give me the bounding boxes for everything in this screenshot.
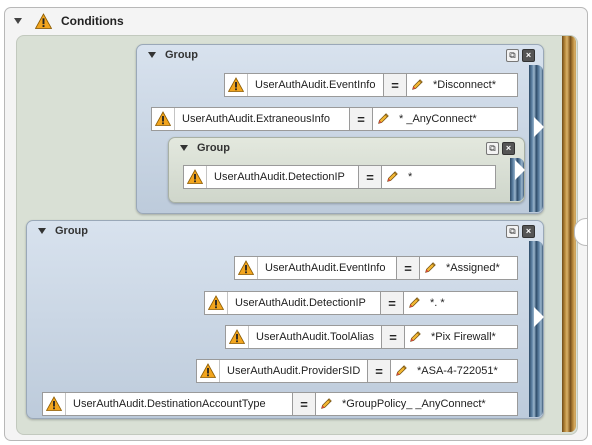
condition-operator[interactable]: = bbox=[380, 292, 404, 314]
condition-row[interactable]: UserAuthAudit.ToolAlias = *Pix Firewall* bbox=[225, 325, 518, 349]
condition-operator[interactable]: = bbox=[292, 393, 316, 415]
collapse-triangle-icon[interactable] bbox=[38, 228, 46, 234]
condition-row[interactable]: UserAuthAudit.DestinationAccountType = *… bbox=[42, 392, 518, 416]
condition-value[interactable]: *ASA-4-722051* bbox=[417, 365, 498, 377]
condition-row[interactable]: UserAuthAudit.DetectionIP = *. * bbox=[204, 291, 518, 315]
restore-icon[interactable]: ⧉ bbox=[506, 225, 519, 238]
group-1-title: Group bbox=[165, 49, 198, 61]
condition-value[interactable]: * bbox=[408, 171, 413, 183]
restore-icon[interactable]: ⧉ bbox=[506, 49, 519, 62]
group-2: Group ⧉ × UserAuthAudit.DetectionIP = * bbox=[168, 137, 525, 203]
group-3-side-bar bbox=[529, 241, 543, 417]
pencil-icon[interactable] bbox=[391, 360, 411, 382]
condition-row[interactable]: UserAuthAudit.ProviderSID = *ASA-4-72205… bbox=[196, 359, 518, 383]
condition-value[interactable]: *GroupPolicy_ _AnyConnect* bbox=[342, 398, 486, 410]
condition-attribute[interactable]: UserAuthAudit.DetectionIP bbox=[235, 297, 366, 309]
scroll-handle[interactable] bbox=[574, 218, 588, 246]
pencil-icon[interactable] bbox=[316, 393, 336, 415]
warning-icon bbox=[205, 292, 228, 314]
collapse-triangle-icon[interactable] bbox=[14, 18, 22, 24]
group-1: Group ⧉ × UserAuthAudit.EventInfo = *Dis… bbox=[136, 44, 544, 214]
pencil-icon[interactable] bbox=[407, 74, 427, 96]
restore-icon[interactable]: ⧉ bbox=[486, 142, 499, 155]
condition-row[interactable]: UserAuthAudit.EventInfo = *Assigned* bbox=[234, 256, 518, 280]
condition-operator[interactable]: = bbox=[383, 74, 407, 96]
group-2-header[interactable]: Group ⧉ × bbox=[169, 138, 524, 158]
conditions-body: Group ⧉ × UserAuthAudit.EventInfo = *Dis… bbox=[16, 35, 578, 435]
condition-value[interactable]: *Pix Firewall* bbox=[431, 331, 496, 343]
close-icon[interactable]: × bbox=[522, 49, 535, 62]
group-2-title: Group bbox=[197, 142, 230, 154]
warning-icon bbox=[184, 166, 207, 188]
condition-value[interactable]: *Disconnect* bbox=[433, 79, 496, 91]
collapse-triangle-icon[interactable] bbox=[180, 145, 188, 151]
collapse-triangle-icon[interactable] bbox=[148, 52, 156, 58]
close-icon[interactable]: × bbox=[522, 225, 535, 238]
condition-operator[interactable]: = bbox=[396, 257, 420, 279]
group-3-header[interactable]: Group ⧉ × bbox=[27, 221, 543, 241]
condition-row[interactable]: UserAuthAudit.DetectionIP = * bbox=[183, 165, 496, 189]
group-3: Group ⧉ × UserAuthAudit.EventInfo = *Ass… bbox=[26, 220, 544, 419]
warning-icon bbox=[197, 360, 220, 382]
conditions-header[interactable]: Conditions bbox=[5, 8, 587, 34]
group-3-title: Group bbox=[55, 225, 88, 237]
condition-operator[interactable]: = bbox=[349, 108, 373, 130]
warning-icon bbox=[35, 13, 52, 30]
condition-attribute[interactable]: UserAuthAudit.ProviderSID bbox=[227, 365, 361, 377]
pencil-icon[interactable] bbox=[382, 166, 402, 188]
warning-icon bbox=[226, 326, 249, 348]
group-1-notch bbox=[534, 117, 544, 137]
condition-value[interactable]: * _AnyConnect* bbox=[399, 113, 477, 125]
outer-group-stripe bbox=[562, 36, 576, 432]
warning-icon bbox=[43, 393, 66, 415]
group-1-side-bar bbox=[529, 65, 543, 212]
close-icon[interactable]: × bbox=[502, 142, 515, 155]
condition-value[interactable]: *Assigned* bbox=[446, 262, 500, 274]
condition-attribute[interactable]: UserAuthAudit.EventInfo bbox=[255, 79, 376, 91]
group-2-notch bbox=[515, 160, 525, 180]
condition-value[interactable]: *. * bbox=[430, 297, 445, 309]
group-1-header[interactable]: Group ⧉ × bbox=[137, 45, 543, 65]
condition-row[interactable]: UserAuthAudit.ExtraneousInfo = * _AnyCon… bbox=[151, 107, 518, 131]
pencil-icon[interactable] bbox=[404, 292, 424, 314]
conditions-title: Conditions bbox=[61, 14, 124, 28]
warning-icon bbox=[235, 257, 258, 279]
pencil-icon[interactable] bbox=[373, 108, 393, 130]
condition-attribute[interactable]: UserAuthAudit.ExtraneousInfo bbox=[182, 113, 330, 125]
condition-operator[interactable]: = bbox=[367, 360, 391, 382]
condition-attribute[interactable]: UserAuthAudit.ToolAlias bbox=[256, 331, 375, 343]
condition-operator[interactable]: = bbox=[358, 166, 382, 188]
condition-attribute[interactable]: UserAuthAudit.EventInfo bbox=[265, 262, 386, 274]
pencil-icon[interactable] bbox=[405, 326, 425, 348]
warning-icon bbox=[225, 74, 248, 96]
conditions-panel: Conditions Group ⧉ × UserAuthAudit.Event… bbox=[4, 7, 588, 441]
condition-row[interactable]: UserAuthAudit.EventInfo = *Disconnect* bbox=[224, 73, 518, 97]
group-3-notch bbox=[534, 307, 544, 327]
condition-attribute[interactable]: UserAuthAudit.DestinationAccountType bbox=[73, 398, 266, 410]
pencil-icon[interactable] bbox=[420, 257, 440, 279]
condition-operator[interactable]: = bbox=[381, 326, 405, 348]
condition-attribute[interactable]: UserAuthAudit.DetectionIP bbox=[214, 171, 345, 183]
warning-icon bbox=[152, 108, 175, 130]
